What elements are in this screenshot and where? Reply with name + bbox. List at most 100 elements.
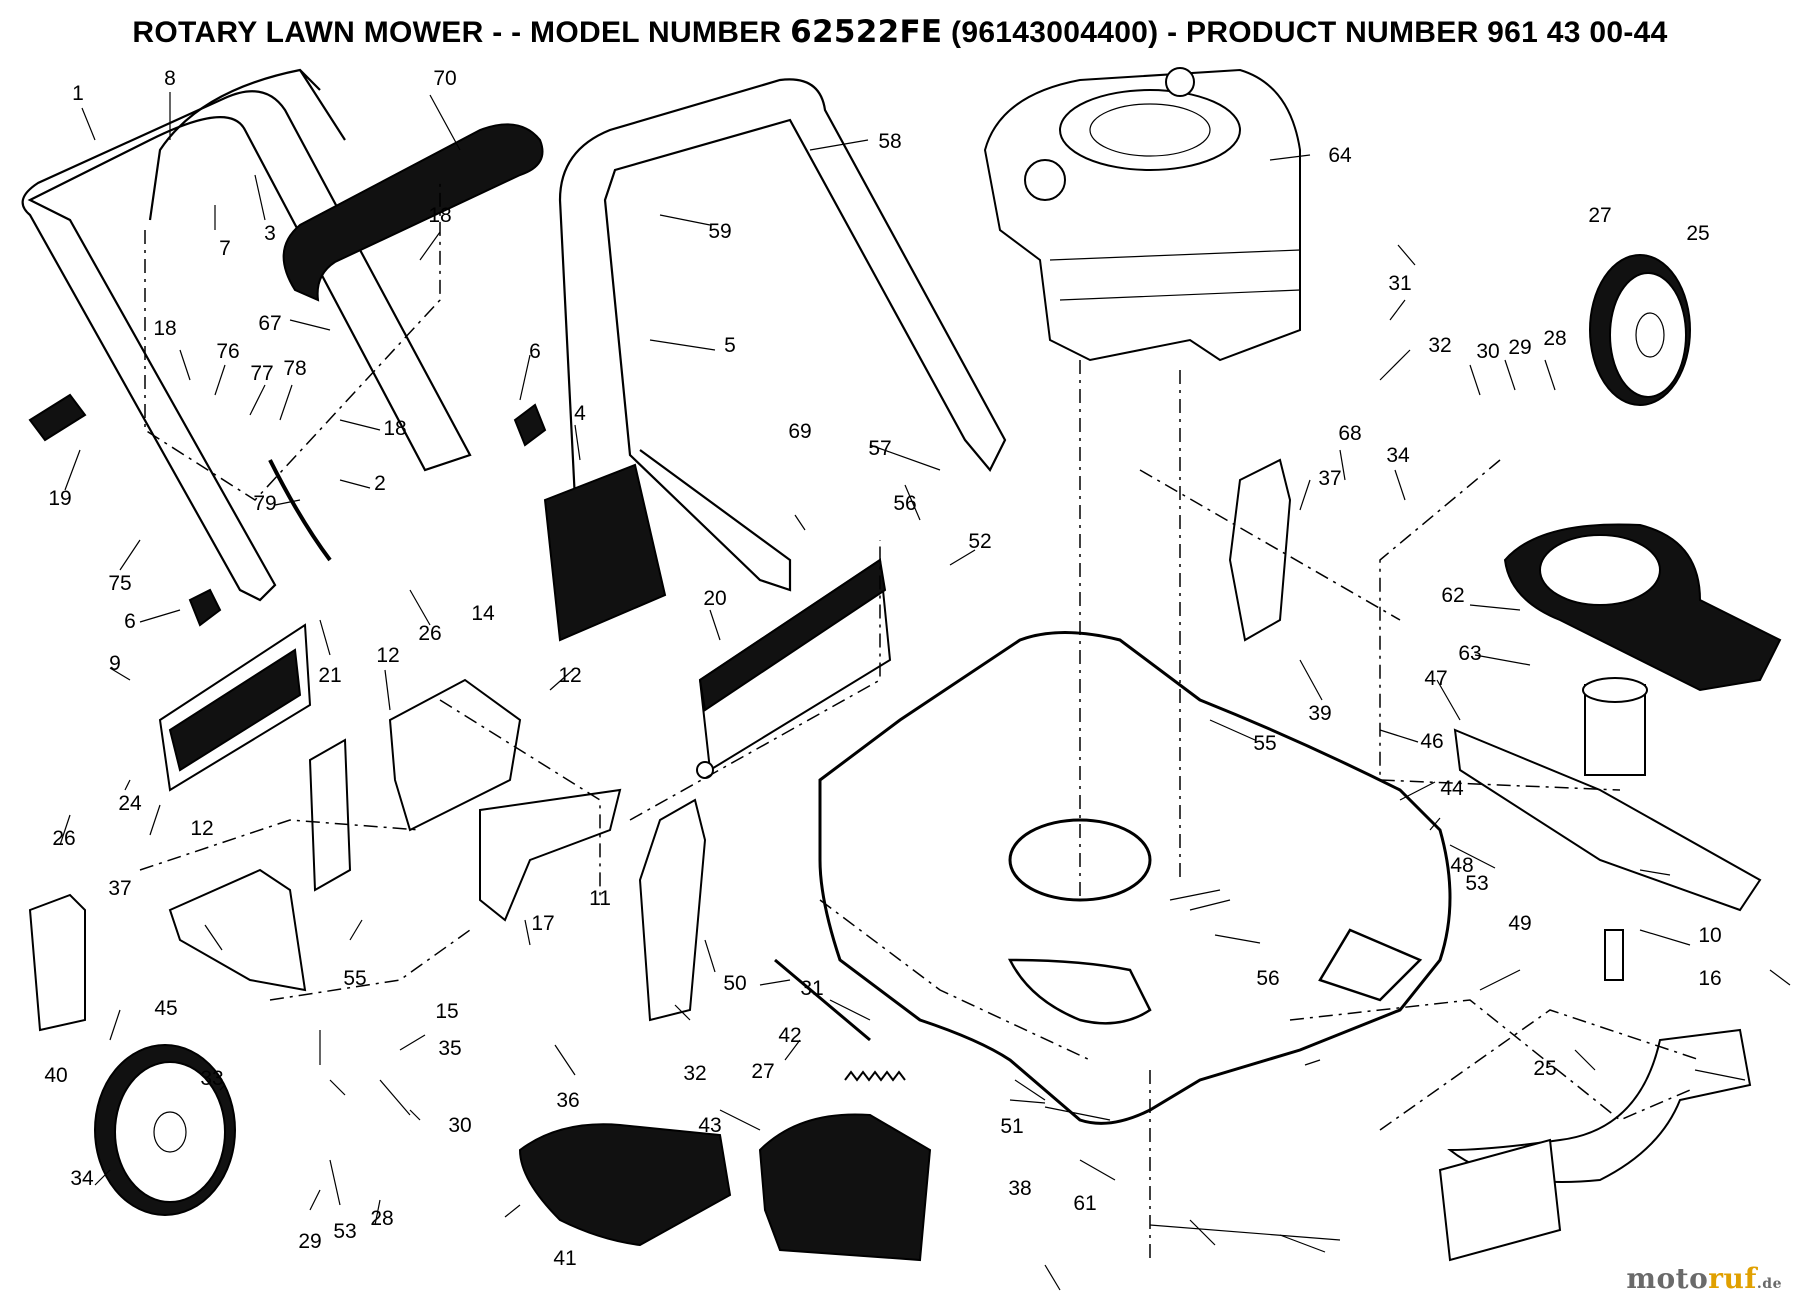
part-number-label: 7	[219, 237, 231, 260]
part-number-label: 30	[1476, 340, 1499, 363]
deflector-plate	[479, 788, 622, 922]
part-number-label: 63	[1458, 642, 1481, 665]
part-number-label: 79	[253, 492, 276, 515]
rear-wheel	[1589, 254, 1691, 406]
part-number-label: 21	[318, 664, 341, 687]
callout-leaders	[59, 92, 1791, 1291]
part-number-label: 53	[1465, 872, 1488, 895]
part-number-label: 5	[724, 334, 736, 357]
part-number-label: 45	[154, 997, 177, 1020]
part-number-label: 11	[589, 887, 611, 910]
part-number-label: 14	[471, 602, 495, 625]
part-number-label: 36	[556, 1089, 579, 1112]
part-number-label: 25	[1533, 1057, 1556, 1080]
control-cable	[268, 459, 332, 562]
part-number-label: 1	[72, 82, 84, 105]
part-number-label: 31	[800, 977, 823, 1000]
mower-deck	[818, 631, 1452, 1125]
part-number-label: 68	[1338, 422, 1361, 445]
mower-blade	[1453, 728, 1762, 912]
watermark-part2: ruf	[1708, 1262, 1757, 1295]
part-number-label: 15	[435, 1000, 458, 1023]
side-plate	[28, 893, 86, 1032]
discharge-door	[696, 558, 892, 779]
hinge-bracket	[388, 678, 522, 832]
diagram-title: ROTARY LAWN MOWER - - MODEL NUMBER 62522…	[0, 14, 1800, 50]
mulch-plug	[543, 463, 667, 642]
part-number-label: 61	[1073, 1192, 1096, 1215]
part-number-label: 28	[1543, 327, 1566, 350]
part-number-label: 51	[1000, 1115, 1023, 1138]
part-number-label: 55	[343, 967, 366, 990]
part-number-label: 12	[190, 817, 213, 840]
watermark: motoruf.de	[1626, 1262, 1782, 1295]
part-number-label: 35	[438, 1037, 461, 1060]
part-shapes	[21, 67, 1782, 1262]
rear-flap	[158, 623, 312, 792]
part-number-label: 39	[1308, 702, 1331, 725]
deck-opening	[1008, 818, 1152, 902]
part-number-label: 20	[703, 587, 726, 610]
part-number-label: 50	[723, 972, 746, 995]
upper-handle	[558, 78, 1007, 592]
assembly-lines	[139, 180, 1701, 1260]
part-number-label: 41	[553, 1247, 576, 1270]
part-number-label: 48	[1450, 854, 1473, 877]
part-number-label: 76	[216, 340, 239, 363]
part-number-label: 67	[258, 312, 281, 335]
part-number-label: 64	[1328, 144, 1352, 167]
part-number-label: 18	[428, 204, 451, 227]
part-number-label: 32	[1428, 334, 1451, 357]
part-number-label: 58	[878, 130, 901, 153]
watermark-part3: .de	[1756, 1276, 1782, 1292]
engine	[983, 67, 1301, 362]
part-number-label: 30	[448, 1114, 471, 1137]
part-number-label: 70	[433, 67, 456, 90]
part-number-label: 49	[1508, 912, 1531, 935]
part-number-label: 17	[531, 912, 554, 935]
grass-bag-cover	[758, 1113, 932, 1262]
axle-rod	[774, 958, 871, 1042]
part-number-label: 18	[153, 317, 176, 340]
part-number-label: 26	[52, 827, 75, 850]
part-number-label: 25	[1686, 222, 1709, 245]
part-number-label: 33	[200, 1067, 223, 1090]
part-number-label: 37	[108, 877, 131, 900]
part-number-label: 27	[751, 1060, 774, 1083]
title-suffix: (96143004400) - PRODUCT NUMBER 961 43 00…	[951, 16, 1668, 49]
part-number-label: 9	[109, 652, 121, 675]
watermark-part1: moto	[1626, 1262, 1709, 1295]
part-number-label: 3	[264, 222, 276, 245]
part-number-label: 29	[1508, 336, 1531, 359]
part-number-label: 6	[124, 610, 136, 633]
part-number-label: 37	[1318, 467, 1341, 490]
grip-sleeve	[282, 123, 544, 302]
wing-knob	[513, 403, 547, 447]
part-number-label: 42	[778, 1024, 801, 1047]
title-prefix: ROTARY LAWN MOWER - - MODEL NUMBER	[132, 16, 782, 49]
control-bar	[148, 68, 346, 221]
part-number-label: 34	[70, 1167, 94, 1190]
height-bracket-front	[638, 798, 707, 1022]
part-number-label: 29	[298, 1230, 321, 1253]
model-number: 62522FE	[790, 14, 943, 50]
part-number-label: 69	[788, 420, 811, 443]
blade-bolt	[1604, 929, 1624, 981]
part-number-label: 56	[1256, 967, 1279, 990]
part-number-label: 59	[708, 220, 731, 243]
grass-bag-lower	[518, 1123, 732, 1247]
part-number-label: 75	[108, 572, 131, 595]
part-number-label: 53	[333, 1220, 356, 1243]
part-number-label: 40	[44, 1064, 67, 1087]
part-number-label: 4	[574, 402, 586, 425]
part-number-label: 24	[118, 792, 142, 815]
height-bracket-rear	[1228, 458, 1292, 642]
part-number-label: 26	[418, 622, 441, 645]
part-number-label: 56	[893, 492, 916, 515]
handle-knob	[28, 393, 87, 442]
part-number-label: 38	[1008, 1177, 1031, 1200]
part-number-label: 28	[370, 1207, 393, 1230]
front-wheel	[94, 1044, 236, 1216]
